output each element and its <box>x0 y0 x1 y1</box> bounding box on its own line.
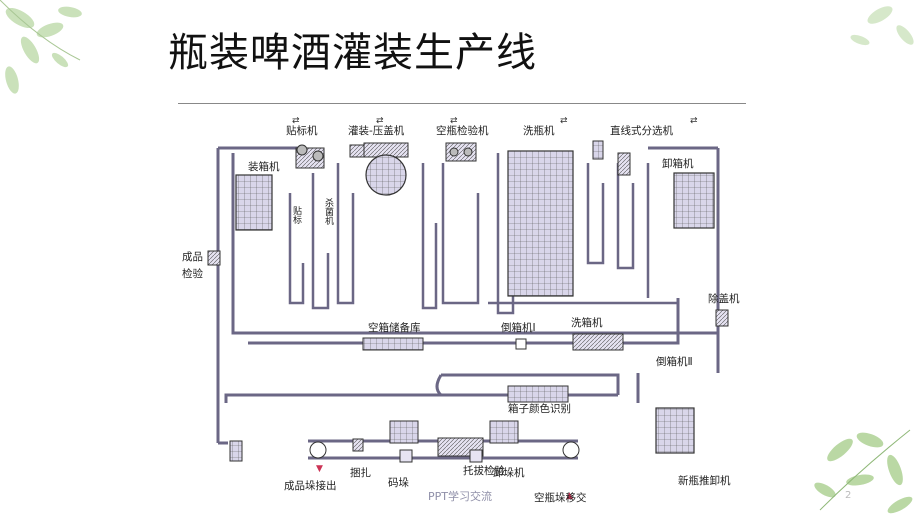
label-pasteurizer-vertical: 杀菌机 <box>323 197 334 226</box>
case-washer <box>572 333 624 351</box>
pallet-line-machines <box>309 420 580 463</box>
label-labeler-vertical: 贴标 <box>291 205 302 225</box>
label-decapper: 除盖机 <box>708 292 740 305</box>
filler-capper <box>349 142 409 196</box>
washer-arrow-icon: ⇄ <box>560 116 568 126</box>
label-finished-pallet-out: 成品垛接出 <box>284 479 337 492</box>
inspector-arrow-icon: ⇄ <box>450 116 458 126</box>
production-line-diagram: 装箱机 贴标机 ⇄ 贴标 杀菌机 灌装-压盖机 ⇄ 空瓶检验机 ⇄ 洗瓶机 ⇄ … <box>178 103 746 505</box>
leaf-decoration-top-left <box>0 0 82 94</box>
label-finished-inspection-2: 检验 <box>182 267 203 280</box>
inline-sorter-grid <box>592 140 604 160</box>
labeler-arrow-icon: ⇄ <box>292 116 300 126</box>
label-bottle-washer: 洗瓶机 <box>523 124 555 137</box>
label-palletizer: 码垛 <box>388 477 409 489</box>
label-labeler: 贴标机 <box>286 124 318 137</box>
page-number: 2 <box>845 490 852 501</box>
label-strapping: 捆扎 <box>350 466 371 479</box>
label-empty-bottle-inspector: 空瓶检验机 <box>436 124 489 137</box>
label-case-washer: 洗箱机 <box>571 316 603 329</box>
leaf-decoration-bottom-right <box>814 429 913 514</box>
label-empty-case-storage: 空箱储备库 <box>368 321 421 334</box>
case-color-identifier <box>507 385 569 403</box>
empty-case-storage <box>362 337 424 351</box>
conveyor-lines <box>216 146 720 460</box>
footer-text: PPT学习交流 <box>428 490 492 503</box>
label-finished-inspection-1: 成品 <box>182 251 203 263</box>
left-column-unit <box>229 440 243 462</box>
slide-title: 瓶装啤酒灌装生产线 <box>168 30 537 76</box>
label-inline-sorter: 直线式分选机 <box>610 124 673 137</box>
case-unpacker <box>673 172 715 229</box>
label-case-tipper-1: 倒箱机Ⅰ <box>501 321 536 334</box>
case-packer <box>235 174 273 231</box>
new-bottle-unloader <box>655 407 695 454</box>
label-case-unpacker: 卸箱机 <box>662 157 694 170</box>
pallet-out-marker-icon: ▼ <box>316 464 323 474</box>
label-empty-pallet-transfer: 空瓶垛移交 <box>534 491 587 504</box>
label-filler-capper: 灌装-压盖机 <box>348 124 405 137</box>
finished-inspection-unit <box>207 250 221 266</box>
empty-bottle-inspector <box>445 142 477 162</box>
label-case-color-id: 箱子颜色识别 <box>508 402 571 415</box>
bottle-conveyors <box>288 153 678 315</box>
leaf-decoration-top-right <box>850 6 914 46</box>
filler-arrow-icon: ⇄ <box>376 116 384 126</box>
pallet-transfer-marker-icon: ▲ <box>566 491 573 501</box>
label-new-bottle-unloader: 新瓶推卸机 <box>678 474 731 487</box>
case-tipper-1 <box>515 338 527 350</box>
decapper <box>715 309 729 327</box>
label-case-packer: 装箱机 <box>248 160 280 173</box>
sorter-arrow-icon: ⇄ <box>690 116 698 126</box>
label-pallet-inspection: 托拔检验 <box>463 464 505 477</box>
labeler <box>295 144 325 169</box>
label-depalletizer: 卸垛机 <box>493 466 525 479</box>
label-case-tipper-2: 倒箱机Ⅱ <box>656 355 693 368</box>
inline-sorter <box>617 152 631 176</box>
bottle-washer <box>507 150 574 297</box>
